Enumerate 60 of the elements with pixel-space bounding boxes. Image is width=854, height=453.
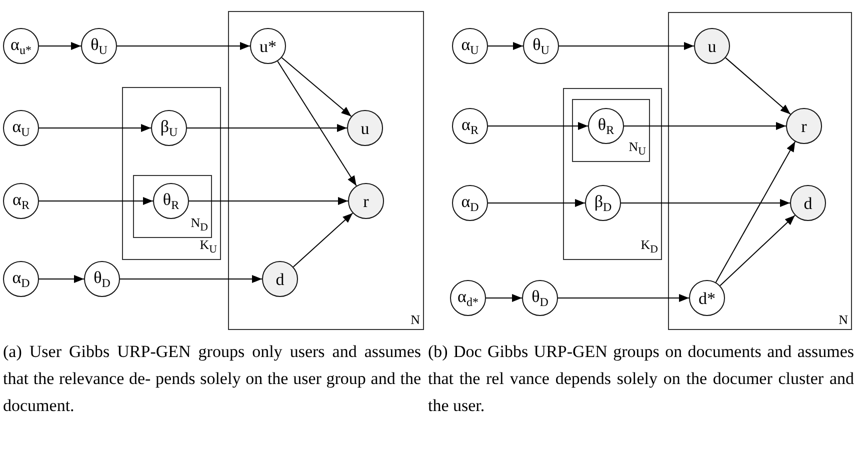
variable-node: α$_{u*}$ <box>3 28 39 64</box>
arrow <box>488 122 588 130</box>
plate-label: N <box>838 313 848 327</box>
arrow <box>715 141 796 283</box>
arrow <box>116 42 250 50</box>
observed-variable-node: r <box>348 183 384 219</box>
variable-node: θ$_{R}$ <box>588 108 624 144</box>
variable-node: θ$_{R}$ <box>153 183 189 219</box>
arrow <box>38 197 154 205</box>
variable-node: θ$_{D}$ <box>84 261 120 297</box>
arrow <box>624 122 786 130</box>
plate-box <box>563 88 662 260</box>
observed-variable-node: r <box>786 108 822 144</box>
arrow <box>486 294 522 302</box>
plate-label: N <box>410 313 420 327</box>
variable-node: α$_{R}$ <box>452 108 488 144</box>
variable-node: θ$_{U}$ <box>523 28 559 64</box>
arrow <box>725 57 791 115</box>
figure-caption: (a) User Gibbs URP-GEN groups only users and assumes that the relevance de- pends solely on the user group and the document. <box>3 341 421 417</box>
observed-variable-node: u <box>347 110 383 146</box>
variable-node: α$_{D}$ <box>3 261 39 297</box>
variable-node: α$_{U}$ <box>452 28 488 64</box>
plate-box <box>668 12 852 330</box>
variable-node: u* <box>250 28 286 64</box>
arrow <box>277 60 357 186</box>
arrow <box>488 199 586 207</box>
arrow <box>558 42 694 50</box>
figure-caption: (b) Doc Gibbs URP-GEN groups on documents and assumes that the rel vance depends solely on the documer cluster and the user. <box>428 341 854 417</box>
variable-node: θ$_{U}$ <box>81 28 117 64</box>
variable-node: θ$_{D}$ <box>522 280 558 316</box>
observed-variable-node: d <box>262 261 298 297</box>
plate-box <box>122 87 221 260</box>
variable-node: α$_{D}$ <box>452 185 488 221</box>
arrow <box>292 212 354 268</box>
variable-node: β$_{U}$ <box>151 110 187 146</box>
plate-label: K$_{D}$ <box>640 238 658 257</box>
plate-label: K$_{U}$ <box>200 238 217 257</box>
variable-node: α$_{U}$ <box>3 110 39 146</box>
variable-node: β$_{D}$ <box>585 185 621 221</box>
plate-box <box>572 99 650 162</box>
arrow <box>281 57 352 117</box>
arrow <box>620 199 790 207</box>
variable-node: d* <box>689 280 725 316</box>
arrow <box>488 42 524 50</box>
arrow <box>558 294 690 302</box>
arrow <box>720 214 796 286</box>
plate-label: N$_{D}$ <box>190 216 208 235</box>
plate-box <box>133 175 212 238</box>
arrow <box>120 275 262 283</box>
variable-node: α$_{d*}$ <box>450 280 486 316</box>
arrow <box>38 275 84 283</box>
plate-box <box>228 11 424 330</box>
arrow <box>188 197 348 205</box>
plate-label: N$_{U}$ <box>628 140 646 159</box>
arrow <box>186 124 348 132</box>
observed-variable-node: d <box>790 185 826 221</box>
observed-variable-node: u <box>694 28 730 64</box>
arrow <box>38 124 152 132</box>
variable-node: α$_{R}$ <box>3 183 39 219</box>
arrow <box>38 42 82 50</box>
